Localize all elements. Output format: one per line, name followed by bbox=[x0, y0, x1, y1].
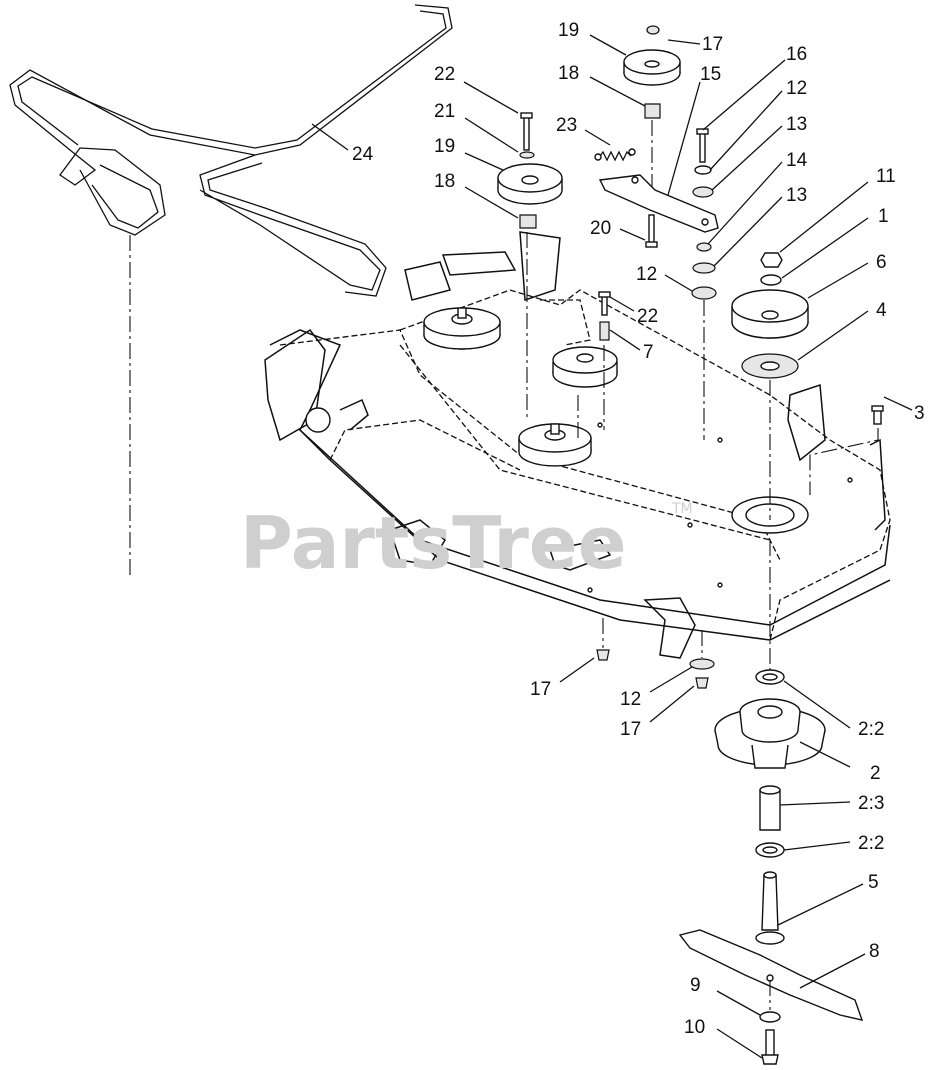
callout-3: 3 bbox=[914, 403, 925, 424]
callout-23: 23 bbox=[556, 115, 577, 136]
callout-19-top: 19 bbox=[558, 20, 579, 41]
leader-lines bbox=[311, 34, 913, 1059]
callout-2-2-lower: 2:2 bbox=[858, 833, 884, 854]
callout-18: 18 bbox=[434, 171, 455, 192]
callout-17-under-right: 17 bbox=[620, 719, 641, 740]
callout-labels: 24 22 21 19 18 19 17 18 15 23 16 12 13 1… bbox=[352, 20, 925, 1038]
callout-24: 24 bbox=[352, 144, 374, 165]
callout-11: 11 bbox=[876, 166, 896, 187]
callout-8: 8 bbox=[869, 941, 880, 962]
callout-9: 9 bbox=[690, 975, 701, 996]
callout-16: 16 bbox=[786, 44, 807, 65]
deck-pulley-left bbox=[423, 307, 501, 350]
idler-stack-top bbox=[623, 25, 681, 205]
deck-pulley-center bbox=[518, 423, 592, 467]
spring-23 bbox=[594, 148, 636, 162]
callout-22-right: 22 bbox=[637, 306, 658, 327]
watermark: PartsTree bbox=[240, 501, 627, 585]
arm-pivot-stack bbox=[691, 128, 717, 440]
callout-17-top: 17 bbox=[702, 34, 723, 55]
callout-2-3: 2:3 bbox=[858, 793, 884, 814]
drive-belt bbox=[9, 4, 453, 575]
callout-6: 6 bbox=[876, 252, 887, 273]
callout-15: 15 bbox=[700, 64, 721, 85]
idler-stack-left bbox=[497, 112, 563, 420]
callout-18-top: 18 bbox=[558, 63, 579, 84]
spindle-assembly bbox=[678, 540, 864, 1065]
callout-4: 4 bbox=[876, 300, 887, 321]
callout-13-lower: 13 bbox=[786, 185, 807, 206]
callout-14: 14 bbox=[786, 150, 808, 171]
callout-22: 22 bbox=[434, 64, 455, 85]
callout-20: 20 bbox=[590, 218, 611, 239]
bolt-3 bbox=[809, 405, 884, 495]
callout-12-mid: 12 bbox=[636, 264, 657, 285]
callout-2: 2 bbox=[870, 763, 881, 784]
spindle-pulley-stack bbox=[731, 252, 809, 520]
callout-1: 1 bbox=[878, 206, 889, 227]
watermark-tm: TM bbox=[671, 501, 693, 517]
bolt-22-spacer-7 bbox=[577, 291, 611, 440]
callout-19: 19 bbox=[434, 136, 455, 157]
idler-pulley-7 bbox=[552, 346, 618, 388]
callout-17-under: 17 bbox=[530, 679, 551, 700]
callout-7: 7 bbox=[643, 342, 654, 363]
callout-10: 10 bbox=[684, 1017, 705, 1038]
idler-arm-15 bbox=[598, 174, 719, 233]
callout-21: 21 bbox=[434, 101, 455, 122]
callout-5: 5 bbox=[868, 872, 879, 893]
callout-12-under: 12 bbox=[620, 689, 641, 710]
callout-12-upper: 12 bbox=[786, 78, 807, 99]
callout-2-2-upper: 2:2 bbox=[858, 719, 884, 740]
callout-13-upper: 13 bbox=[786, 114, 807, 135]
bolt-20 bbox=[645, 214, 658, 248]
underside-nuts bbox=[596, 618, 715, 689]
